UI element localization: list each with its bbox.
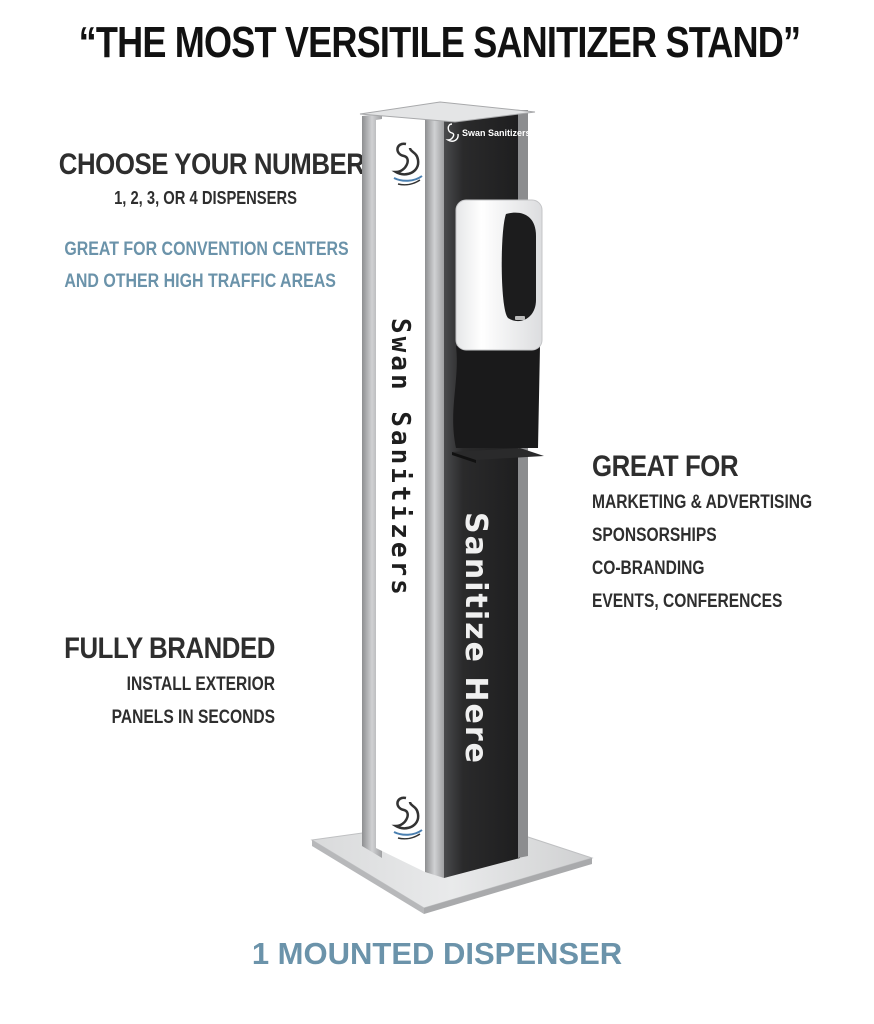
branded-heading: FULLY BRANDED bbox=[64, 632, 275, 665]
branded-line1: INSTALL EXTERIOR bbox=[126, 674, 275, 695]
branded-line2: PANELS IN SECONDS bbox=[111, 707, 275, 728]
choose-blue-line2: AND OTHER HIGH TRAFFIC AREAS bbox=[64, 271, 336, 292]
swan-logo-icon bbox=[391, 142, 423, 186]
dispenser-bracket bbox=[453, 346, 540, 448]
drip-tray bbox=[452, 448, 544, 463]
headline: “THE MOST VERSITILE SANITIZER STAND” bbox=[78, 18, 801, 67]
choose-blue-line1: GREAT FOR CONVENTION CENTERS bbox=[64, 239, 349, 260]
side-panel-text: Swan Sanitizers bbox=[385, 318, 415, 598]
swan-logo-icon bbox=[445, 123, 459, 142]
swan-logo-icon bbox=[391, 796, 423, 840]
stand-top-cap bbox=[359, 101, 536, 123]
choose-sub: 1, 2, 3, OR 4 DISPENSERS bbox=[114, 188, 297, 208]
great-for-item: CO-BRANDING bbox=[592, 558, 705, 579]
stand-side-panel bbox=[362, 106, 444, 878]
great-for-item: EVENTS, CONFERENCES bbox=[592, 591, 783, 612]
dispenser-window bbox=[501, 212, 536, 322]
front-panel-text: Sanitize Here bbox=[458, 512, 493, 765]
branded-section: FULLY BRANDED INSTALL EXTERIOR PANELS IN… bbox=[20, 632, 275, 729]
sanitizer-dispenser bbox=[455, 199, 543, 351]
brand-logo: Swan Sanitizers bbox=[445, 123, 531, 142]
great-for-heading: GREAT FOR bbox=[592, 450, 739, 483]
great-for-item: MARKETING & ADVERTISING bbox=[592, 492, 813, 513]
great-for-section: GREAT FOR MARKETING & ADVERTISING SPONSO… bbox=[592, 450, 862, 613]
caption: 1 MOUNTED DISPENSER bbox=[251, 936, 623, 971]
brand-logo-text: Swan Sanitizers bbox=[462, 128, 531, 138]
great-for-item: SPONSORSHIPS bbox=[592, 525, 717, 546]
